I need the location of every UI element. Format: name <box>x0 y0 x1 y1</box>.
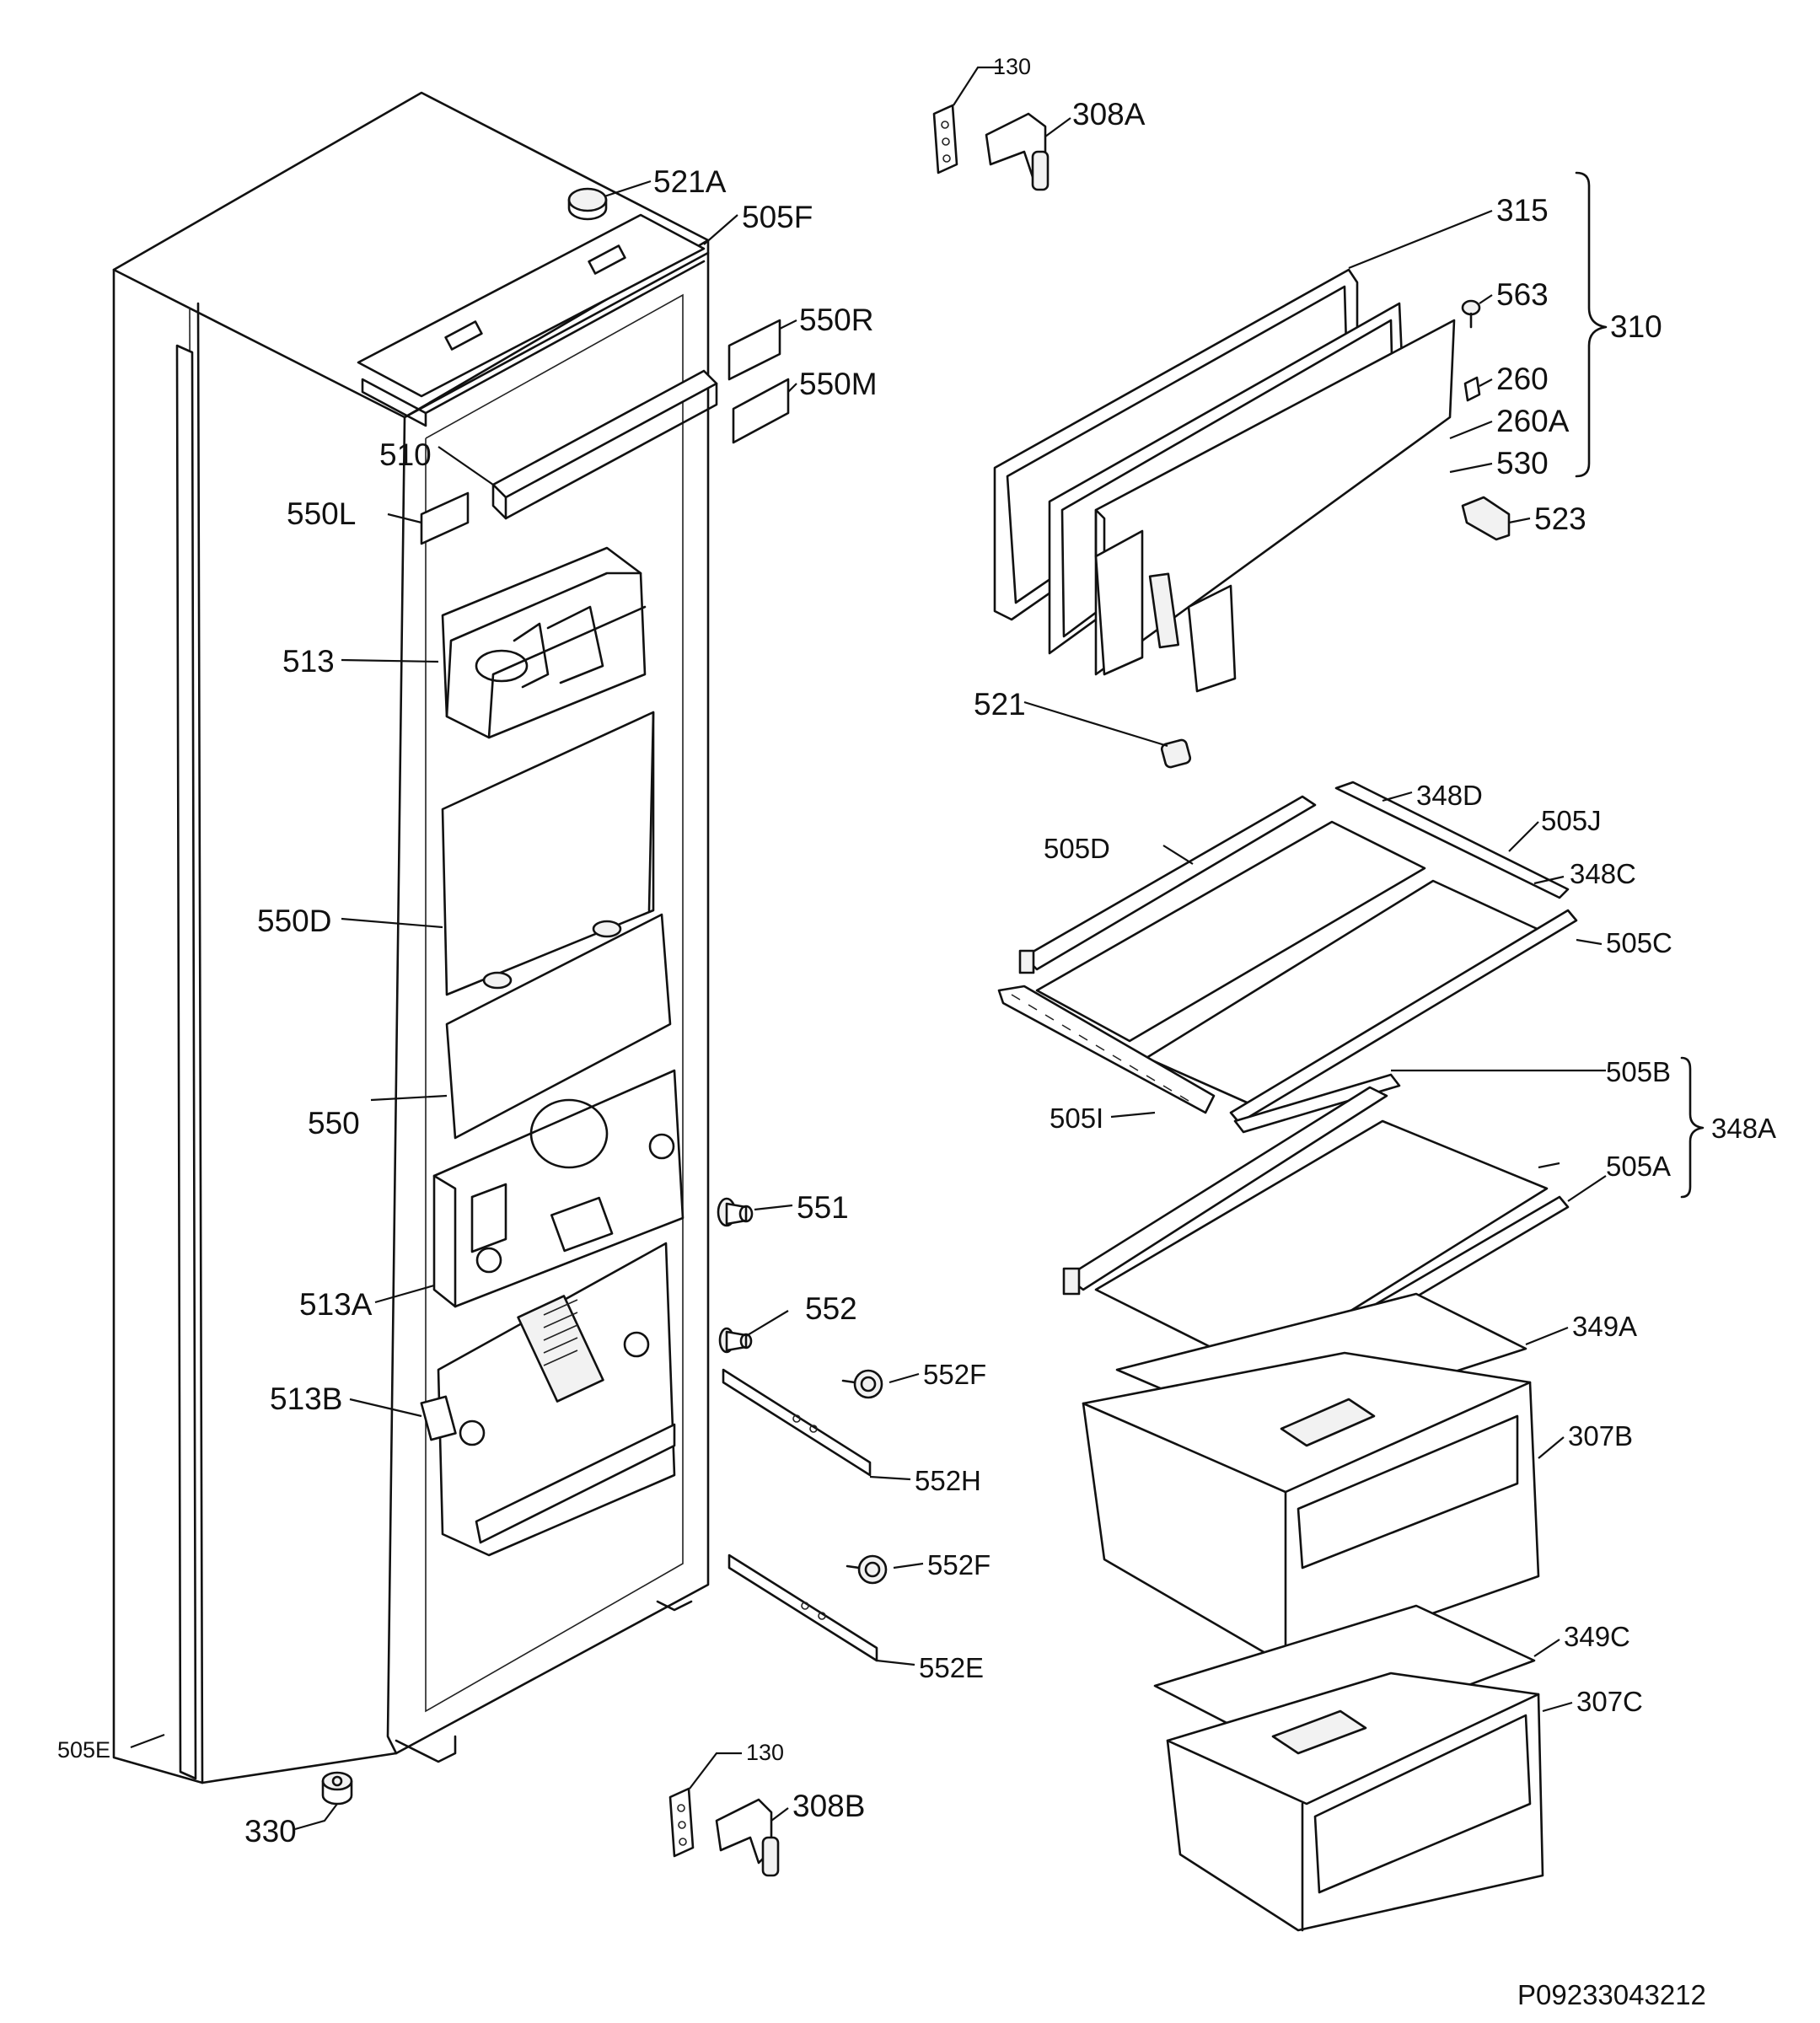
label-530: 530 <box>1496 446 1549 480</box>
part-552f-knob-upper <box>841 1369 883 1399</box>
part-550r-sticker <box>727 319 781 381</box>
part-550d-upper-panel <box>441 711 655 996</box>
part-330-foot <box>321 1771 353 1806</box>
part-307c-drawer <box>1166 1672 1544 1932</box>
cabinet <box>112 91 710 1784</box>
label-348d: 348D <box>1416 780 1483 811</box>
part-513-upper-housing <box>441 546 647 739</box>
label-521: 521 <box>974 687 1026 722</box>
label-349a: 349A <box>1572 1311 1637 1342</box>
label-307c: 307C <box>1576 1686 1643 1717</box>
cabinet-right-edge <box>395 239 710 1755</box>
label-521a: 521A <box>653 164 727 199</box>
label-315: 315 <box>1496 193 1549 228</box>
label-310: 310 <box>1610 309 1662 344</box>
part-505j-shelf-back-trim <box>1334 781 1570 899</box>
label-552: 552 <box>805 1291 857 1326</box>
part-521-door-cap <box>1160 738 1192 769</box>
label-348c: 348C <box>1570 858 1636 889</box>
label-513b: 513B <box>270 1382 342 1416</box>
label-308b: 308B <box>792 1789 865 1823</box>
part-308b-hinge-bottom <box>715 1798 780 1877</box>
part-130-hinge-plate-top <box>932 104 958 174</box>
label-307b: 307B <box>1568 1420 1633 1452</box>
label-552f-upper: 552F <box>923 1359 986 1390</box>
bracket-348a <box>1680 1056 1705 1199</box>
leader-lines <box>130 66 1607 1831</box>
cabinet-front-top <box>403 251 710 419</box>
part-348d-glass-shelf <box>1035 820 1426 1043</box>
label-130-bottom: 130 <box>746 1740 784 1765</box>
part-505c-shelf-front-trim <box>997 909 1578 1124</box>
label-513a: 513A <box>299 1287 373 1322</box>
part-513b-lower-housing <box>420 1242 676 1557</box>
label-505d: 505D <box>1044 833 1110 864</box>
part-550-lower-panel <box>445 913 672 1140</box>
part-505b-shelf-trim <box>1233 1073 1401 1134</box>
part-550l-sticker <box>420 491 470 545</box>
label-308a: 308A <box>1072 97 1146 131</box>
label-563: 563 <box>1496 277 1549 312</box>
label-349c: 349C <box>1564 1621 1630 1652</box>
label-510: 510 <box>379 437 432 472</box>
label-505e: 505E <box>57 1737 110 1763</box>
part-505f-top-cover <box>357 213 706 427</box>
label-260: 260 <box>1496 362 1549 396</box>
label-505c: 505C <box>1606 927 1672 958</box>
cabinet-feet <box>395 1600 693 1763</box>
label-552f-lower: 552F <box>927 1549 991 1580</box>
part-307b-drawer <box>1082 1351 1540 1666</box>
label-260a: 260A <box>1496 404 1570 438</box>
label-348a: 348A <box>1711 1113 1776 1144</box>
part-551-pin <box>717 1197 754 1227</box>
label-550: 550 <box>308 1106 360 1140</box>
part-130-hinge-plate-bottom <box>668 1787 695 1858</box>
label-550d: 550D <box>257 904 331 938</box>
part-510-light-cover <box>491 369 718 520</box>
label-505i: 505I <box>1050 1103 1103 1134</box>
part-552e-rail <box>727 1553 878 1662</box>
label-330: 330 <box>244 1814 297 1849</box>
part-505e-seal-strip <box>175 344 197 1780</box>
part-552f-knob-lower <box>846 1554 888 1585</box>
label-550m: 550M <box>799 367 878 401</box>
label-505j: 505J <box>1541 805 1602 836</box>
part-labels: 130 308A 521A 505F 315 563 310 260 260A … <box>57 54 1776 2010</box>
label-523: 523 <box>1534 502 1586 536</box>
part-521a-cap <box>567 187 608 221</box>
part-563-screw <box>1461 299 1481 329</box>
part-552h-rail <box>722 1368 872 1477</box>
cabinet-inner-liner <box>425 293 684 1713</box>
part-260-clip <box>1463 376 1481 402</box>
label-505a: 505A <box>1606 1151 1671 1182</box>
label-550l: 550L <box>287 496 356 531</box>
cabinet-left-edge <box>112 268 204 1784</box>
part-513a-middle-housing <box>432 1069 685 1308</box>
bracket-310 <box>1575 171 1608 478</box>
label-551: 551 <box>797 1190 849 1225</box>
label-550r: 550R <box>799 303 873 337</box>
label-130-top: 130 <box>993 54 1031 79</box>
cabinet-side-panel <box>196 302 398 1784</box>
drawing-code: P09233043212 <box>1517 1979 1706 2010</box>
label-552h: 552H <box>915 1465 981 1496</box>
label-513: 513 <box>282 644 335 679</box>
part-523-handle-clip <box>1461 496 1511 541</box>
part-552-pin <box>718 1327 753 1354</box>
part-530-door-panel <box>1094 319 1456 693</box>
part-505d-shelf-side-trim <box>1018 795 1317 974</box>
cabinet-inner-corner <box>386 416 406 1755</box>
label-505b: 505B <box>1606 1056 1671 1087</box>
part-550m-sticker <box>732 378 790 444</box>
label-505f: 505F <box>742 200 813 234</box>
label-552e: 552E <box>919 1652 984 1683</box>
part-308a-hinge-top <box>985 112 1050 191</box>
